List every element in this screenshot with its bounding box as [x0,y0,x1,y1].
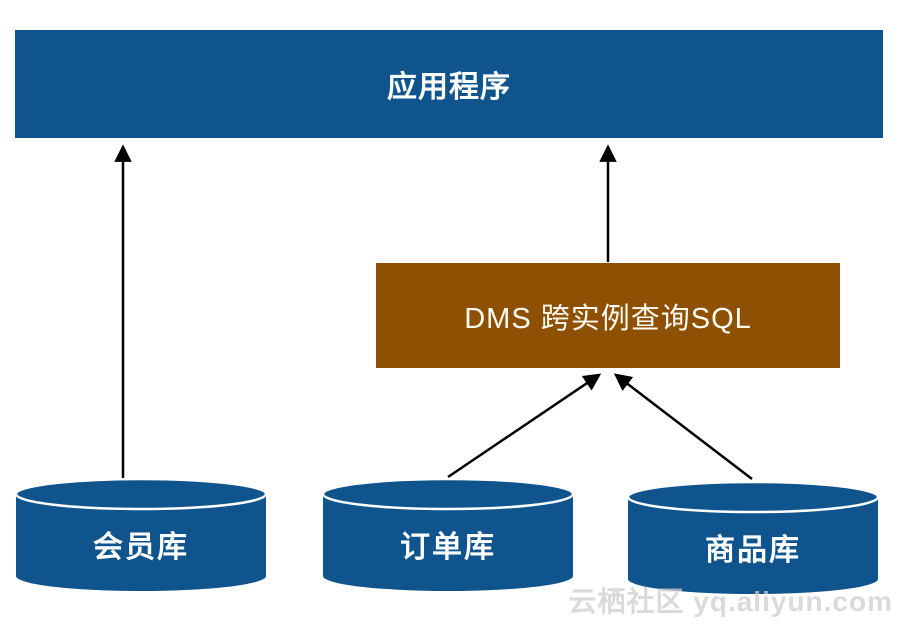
database-cylinder-order: 订单库 [322,478,574,593]
arrow-order-db-to-dms [447,373,602,479]
app-box: 应用程序 [15,30,883,138]
arrow-product-db-to-dms [613,373,753,480]
database-label: 会员库 [93,530,189,564]
database-cylinder-icon [627,481,879,594]
database-cylinder-icon [322,478,574,591]
database-cylinder-member: 会员库 [15,478,267,593]
database-cylinder-icon [15,478,267,591]
app-box-label: 应用程序 [387,71,511,104]
dms-box-label: DMS 跨实例查询SQL [464,302,752,335]
dms-box: DMS 跨实例查询SQL [376,263,840,368]
database-label: 订单库 [400,530,496,564]
watermark: 云栖社区 yq.aliyun.com [568,586,893,617]
database-label: 商品库 [705,533,801,567]
database-cylinder-product: 商品库 [627,481,879,596]
